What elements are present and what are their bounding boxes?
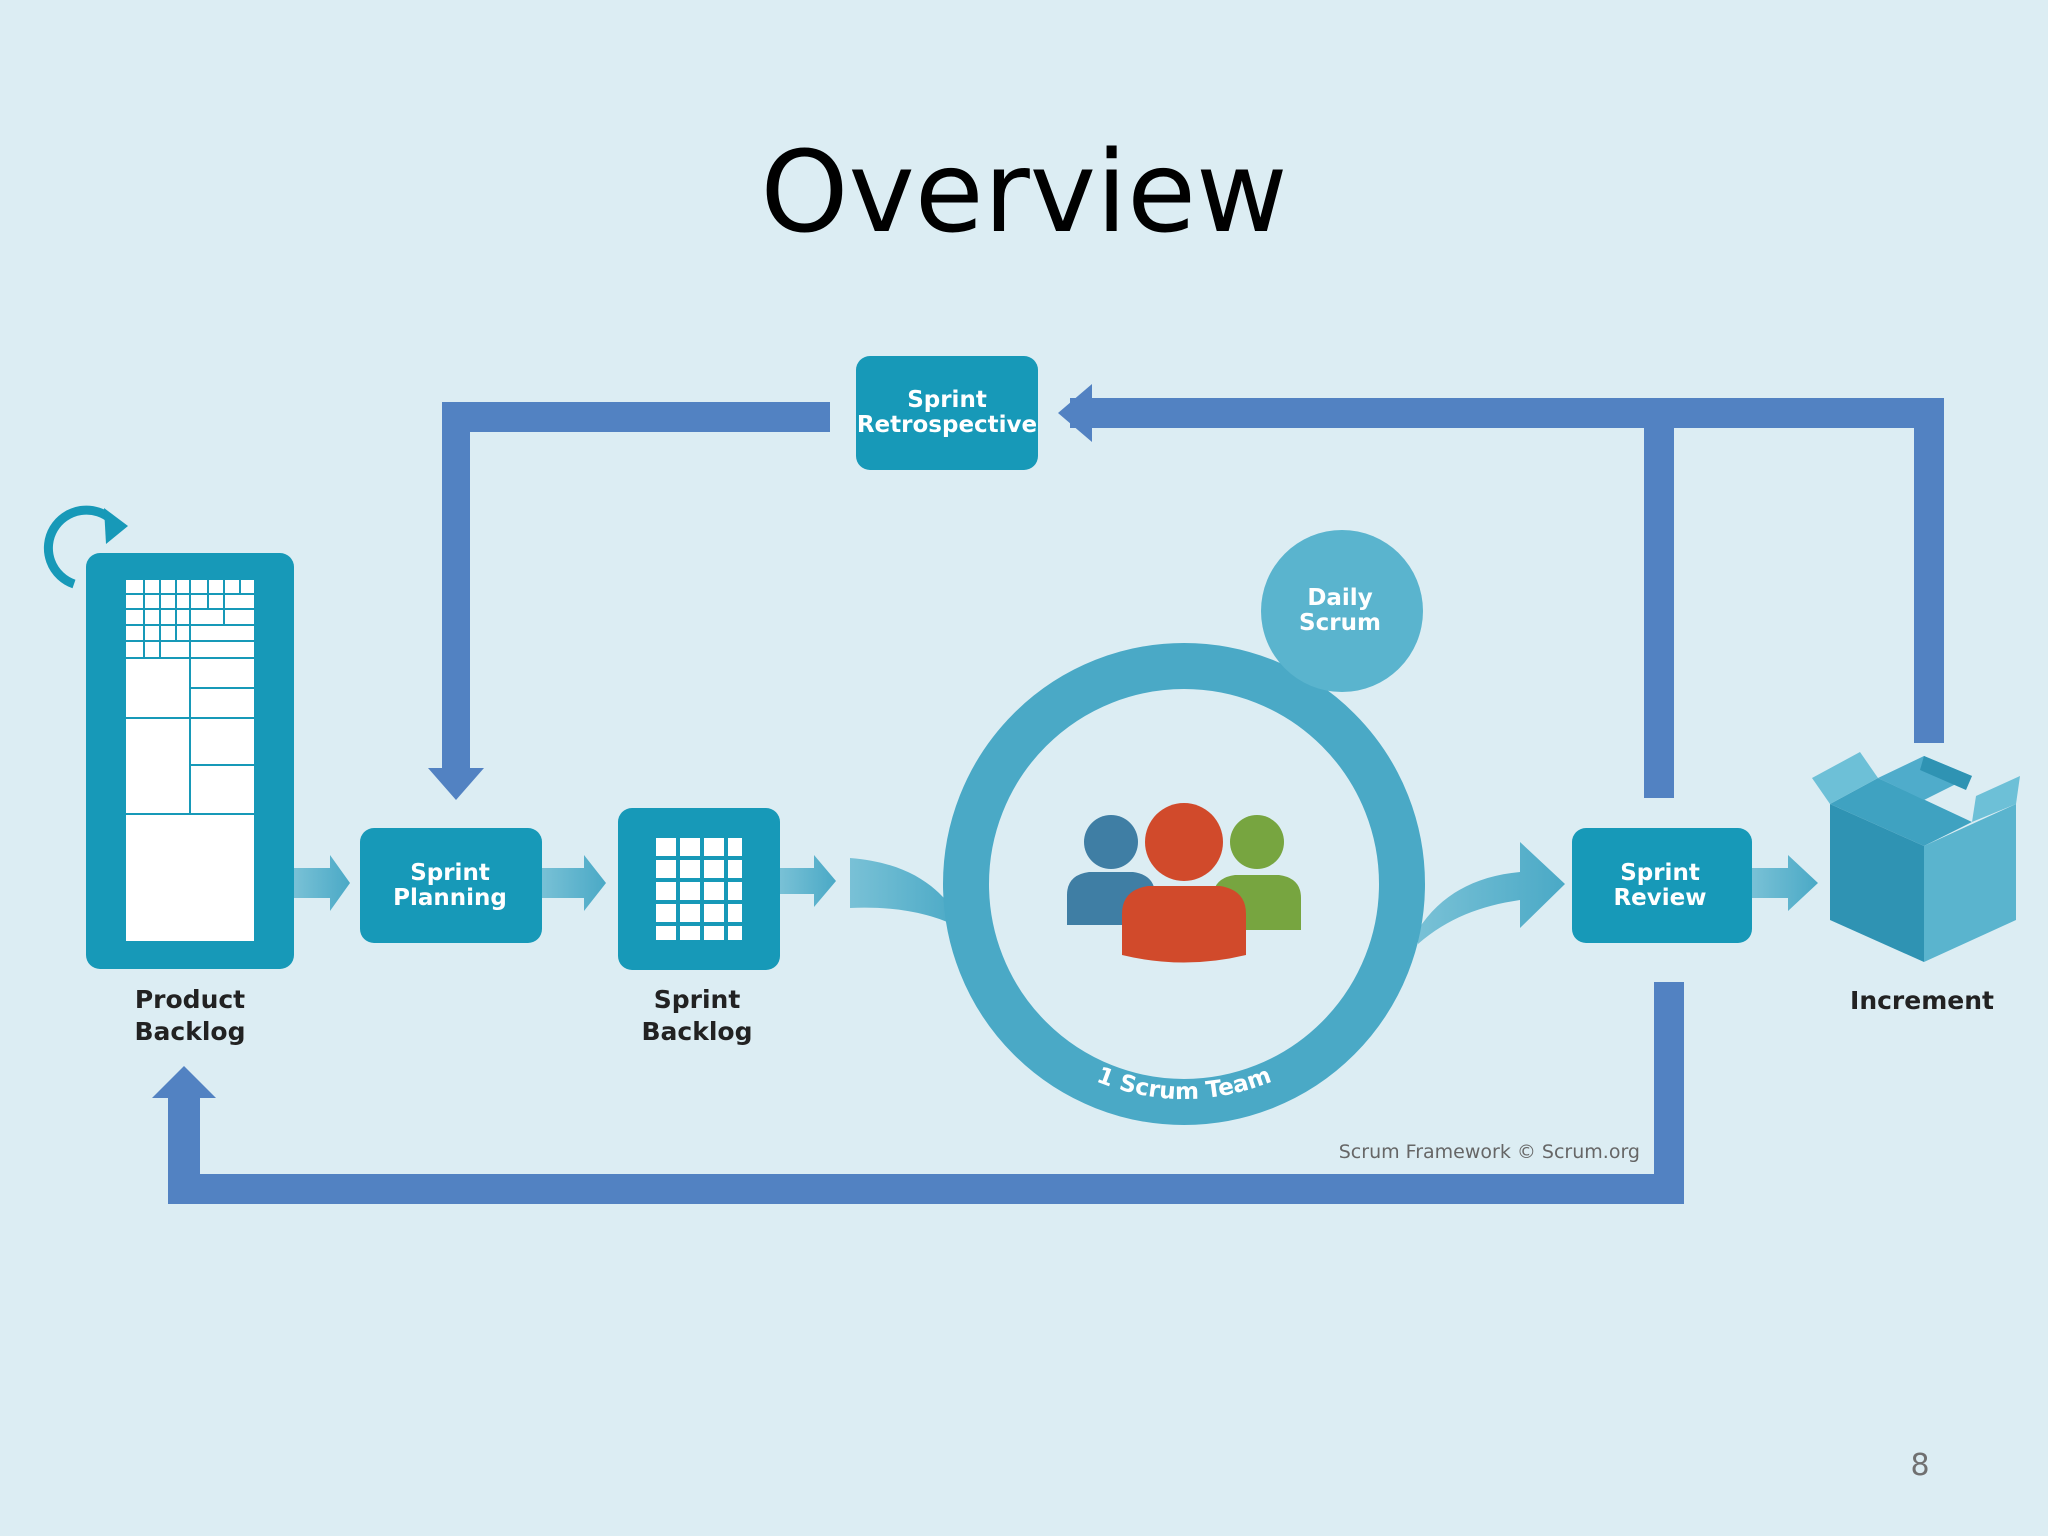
svg-text:Review: Review (1613, 885, 1706, 911)
sprint-review: Sprint Review (1572, 828, 1752, 943)
arrow-backlog-to-planning (294, 855, 350, 911)
sweep-out-of-sprint (1418, 842, 1565, 944)
increment-label: Increment (1850, 986, 1994, 1015)
refinement-cycle-arrowhead (104, 508, 128, 544)
bottom-return-bar (168, 1174, 1684, 1204)
sprint-planning-box (360, 828, 542, 943)
sprint-backlog-label-2: Backlog (641, 1017, 752, 1046)
sprint-cycle: Daily Scrum 1 Scrum Team (943, 530, 1425, 1125)
svg-text:Planning: Planning (393, 885, 507, 911)
svg-text:Sprint: Sprint (1620, 860, 1700, 886)
increment: Increment (1812, 752, 2020, 1015)
review-riser (1644, 398, 1674, 798)
top-return-bar (1070, 398, 1944, 428)
sprint-retrospective-box (856, 356, 1038, 470)
sprint-retrospective: Sprint Retrospective (856, 356, 1038, 470)
feedback-arrows (152, 384, 1944, 1204)
refinement-cycle-icon (43, 505, 116, 589)
svg-text:Sprint: Sprint (907, 387, 987, 413)
sprint-backlog-grid (656, 838, 742, 940)
arrow-planning-to-sprint-backlog (541, 855, 606, 911)
review-drop (1654, 982, 1684, 1204)
svg-text:Retrospective: Retrospective (857, 412, 1037, 438)
planning-drop (442, 402, 470, 770)
retro-arrowhead (1058, 384, 1092, 442)
product-backlog-label-1: Product (135, 985, 245, 1014)
product-backlog: Product Backlog (43, 505, 294, 1046)
product-backlog-label-2: Backlog (134, 1017, 245, 1046)
sweep-into-sprint (850, 858, 960, 928)
svg-text:Daily: Daily (1307, 585, 1372, 611)
svg-text:Sprint: Sprint (410, 860, 490, 886)
credit-text: Scrum Framework © Scrum.org (1339, 1141, 1640, 1163)
sprint-ring (943, 643, 1425, 1125)
daily-scrum-circle (1261, 530, 1423, 692)
backlog-arrowhead (152, 1066, 216, 1098)
increment-box-icon (1812, 752, 2020, 962)
svg-text:Scrum: Scrum (1299, 610, 1381, 636)
sprint-backlog-label-1: Sprint (654, 985, 741, 1014)
scrum-team-people-icon (1067, 803, 1301, 963)
slide-title: Overview (760, 128, 1288, 258)
retro-left-bar (442, 402, 830, 432)
planning-arrowhead (428, 768, 484, 800)
sprint-review-box (1572, 828, 1752, 943)
increment-riser (1914, 398, 1944, 743)
backlog-riser (168, 1096, 200, 1204)
arrow-sprint-backlog-to-sprint (780, 855, 836, 907)
page-number: 8 (1910, 1448, 1930, 1483)
flow-arrows (294, 842, 1818, 944)
sprint-backlog: Sprint Backlog (618, 808, 780, 1046)
arrow-review-to-increment (1752, 855, 1818, 911)
sprint-planning: Sprint Planning (360, 828, 542, 943)
